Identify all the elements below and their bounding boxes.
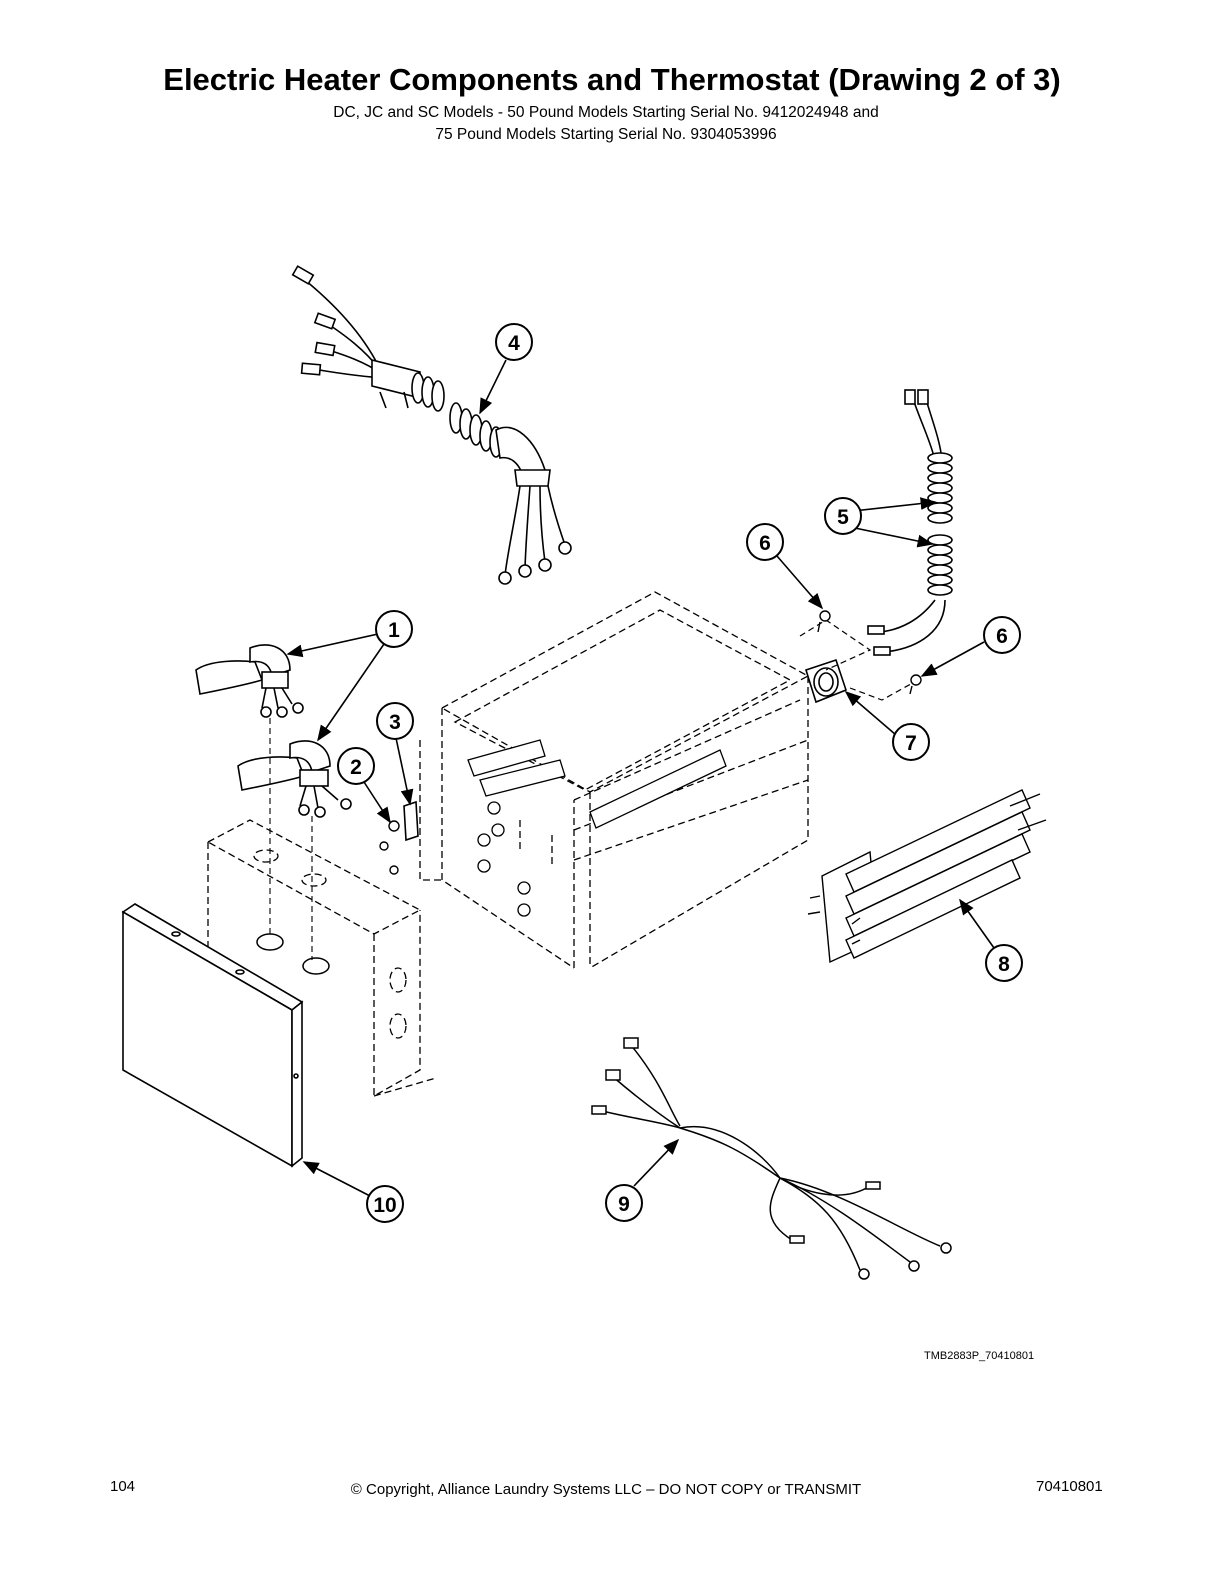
callout-4: 4 [495,323,533,361]
subtitle-line-1: DC, JC and SC Models - 50 Pound Models S… [333,104,879,121]
heater-housing [419,591,810,969]
thermostat-bracket [805,658,847,704]
svg-text:2: 2 [350,756,362,779]
callout-2: 2 [337,747,375,785]
subtitle-line-2: 75 Pound Models Starting Serial No. 9304… [435,126,777,143]
callout-3: 3 [376,702,414,740]
svg-text:9: 9 [618,1193,630,1216]
right-sensor-harness [867,389,953,656]
callout-8: 8 [985,944,1023,982]
heating-element-assembly [807,789,1047,964]
elbow-connector-upper [195,644,304,718]
copyright-notice: © Copyright, Alliance Laundry Systems LL… [350,1481,862,1498]
callout-10: 10 [366,1185,404,1223]
washer-nuts [379,820,400,875]
upper-conduit-harness [291,265,572,585]
callout-1: 1 [375,610,413,648]
housing-element-coils [467,739,727,917]
svg-text:1: 1 [388,619,400,642]
elbow-connector-lower [237,740,352,818]
callout-5: 5 [824,497,862,535]
svg-text:10: 10 [373,1194,396,1217]
callout-7: 7 [892,723,930,761]
document-number: 70410801 [1036,1478,1103,1495]
bracket-plate [403,800,419,842]
callout-6b: 6 [983,616,1021,654]
svg-text:6: 6 [996,625,1008,648]
svg-text:5: 5 [837,506,849,529]
screw-lower [909,674,922,695]
callout-9: 9 [605,1184,643,1222]
svg-text:3: 3 [389,711,401,734]
svg-text:4: 4 [508,332,520,355]
page-title: Electric Heater Components and Thermosta… [163,62,1061,97]
drawing-id: TMB2883P_70410801 [924,1350,1035,1362]
locknuts [256,933,330,975]
svg-text:8: 8 [998,953,1010,976]
screw-upper [817,610,831,633]
callout-6a: 6 [746,523,784,561]
thermostat-wire-harness [591,1037,952,1280]
cover-panel [121,903,304,1168]
page-number: 104 [110,1478,136,1495]
leader-lines [286,359,995,1197]
svg-text:7: 7 [905,732,917,755]
connector-guides [269,718,313,960]
svg-text:6: 6 [759,532,771,555]
